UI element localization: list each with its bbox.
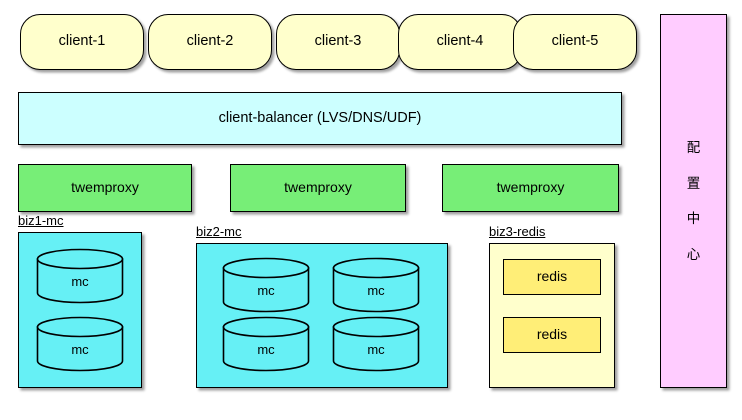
- config-center-char: 配: [686, 140, 701, 155]
- mc-cylinder[interactable]: mc: [332, 257, 420, 313]
- client-balancer-node[interactable]: client-balancer (LVS/DNS/UDF): [18, 92, 622, 145]
- client-node-1[interactable]: client-1: [20, 14, 144, 70]
- client-label: client-3: [314, 33, 362, 50]
- group-biz3-redis[interactable]: biz3-redis redis redis: [489, 225, 615, 388]
- twemproxy-label: twemproxy: [71, 179, 139, 196]
- client-node-3[interactable]: client-3: [276, 14, 400, 70]
- twemproxy-node-3[interactable]: twemproxy: [442, 164, 619, 212]
- group-label-biz1-mc: biz1-mc: [18, 213, 64, 228]
- client-label: client-5: [551, 33, 599, 50]
- mc-cylinder[interactable]: mc: [36, 316, 124, 372]
- client-label: client-1: [58, 33, 106, 50]
- config-center-char: 中: [686, 211, 701, 226]
- redis-label: redis: [536, 326, 568, 343]
- config-center-char: 置: [686, 175, 701, 191]
- mc-cylinder[interactable]: mc: [222, 257, 310, 313]
- mc-cylinder[interactable]: mc: [36, 248, 124, 304]
- group-label-biz3-redis: biz3-redis: [489, 224, 546, 239]
- client-node-2[interactable]: client-2: [148, 14, 272, 70]
- redis-label: redis: [536, 268, 568, 285]
- group-biz1-mc[interactable]: biz1-mc mc mc: [18, 214, 142, 388]
- config-center-char: 心: [686, 246, 701, 262]
- mc-cylinder[interactable]: mc: [222, 316, 310, 372]
- redis-node[interactable]: redis: [503, 317, 601, 353]
- mc-cylinder[interactable]: mc: [332, 316, 420, 372]
- redis-node[interactable]: redis: [503, 259, 601, 295]
- config-center-panel[interactable]: 配 置 中 心: [660, 14, 727, 388]
- group-biz2-mc[interactable]: biz2-mc mc mc mc: [196, 225, 448, 388]
- twemproxy-node-1[interactable]: twemproxy: [18, 164, 192, 212]
- twemproxy-node-2[interactable]: twemproxy: [230, 164, 406, 212]
- client-label: client-2: [186, 33, 234, 50]
- client-label: client-4: [436, 33, 484, 50]
- twemproxy-label: twemproxy: [496, 179, 565, 196]
- twemproxy-label: twemproxy: [284, 179, 352, 196]
- group-label-biz2-mc: biz2-mc: [196, 224, 242, 239]
- client-node-5[interactable]: client-5: [513, 14, 637, 70]
- client-balancer-label: client-balancer (LVS/DNS/UDF): [218, 109, 422, 126]
- client-node-4[interactable]: client-4: [398, 14, 522, 70]
